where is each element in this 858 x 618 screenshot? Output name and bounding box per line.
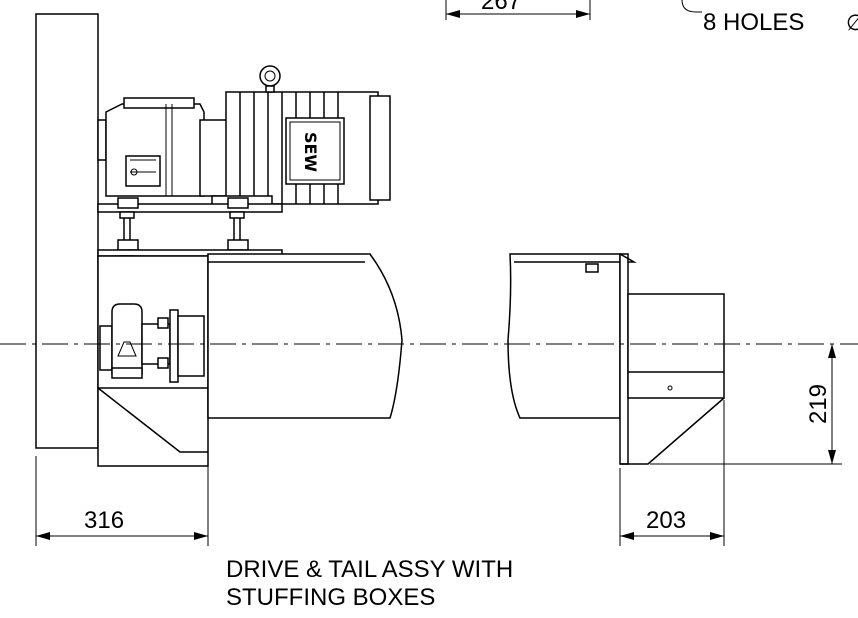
drive-length-label: 316	[84, 507, 124, 534]
tail-length-label: 203	[646, 507, 686, 534]
tail-end-housing	[619, 253, 725, 465]
caption-line-1: DRIVE & TAIL ASSY WITH	[226, 556, 514, 583]
holes-note: 8 HOLES ∅	[681, 0, 858, 36]
centre-height-label: 219	[805, 384, 832, 424]
wall-plate	[35, 13, 99, 449]
diameter-icon: ∅	[846, 11, 858, 36]
tail-length-dimension: 203	[619, 400, 725, 546]
lifting-eye	[259, 65, 281, 87]
trough-left	[207, 253, 403, 419]
centre-height-dimension: 219	[650, 344, 842, 465]
drawing-caption: DRIVE & TAIL ASSY WITH STUFFING BOXES	[226, 556, 513, 612]
gearbox	[97, 97, 229, 197]
trough-right	[507, 253, 621, 419]
caption-line-2: STUFFING BOXES	[226, 584, 436, 611]
sew-logo: SEW	[301, 132, 320, 172]
drive-end-housing	[97, 255, 241, 467]
top-width-label: 267	[481, 0, 521, 15]
holes-note-label: 8 HOLES	[703, 9, 804, 36]
motor: SEW	[211, 65, 391, 209]
drive-length-dimension: 316	[35, 456, 209, 546]
top-width-dimension: 267	[445, 0, 591, 20]
